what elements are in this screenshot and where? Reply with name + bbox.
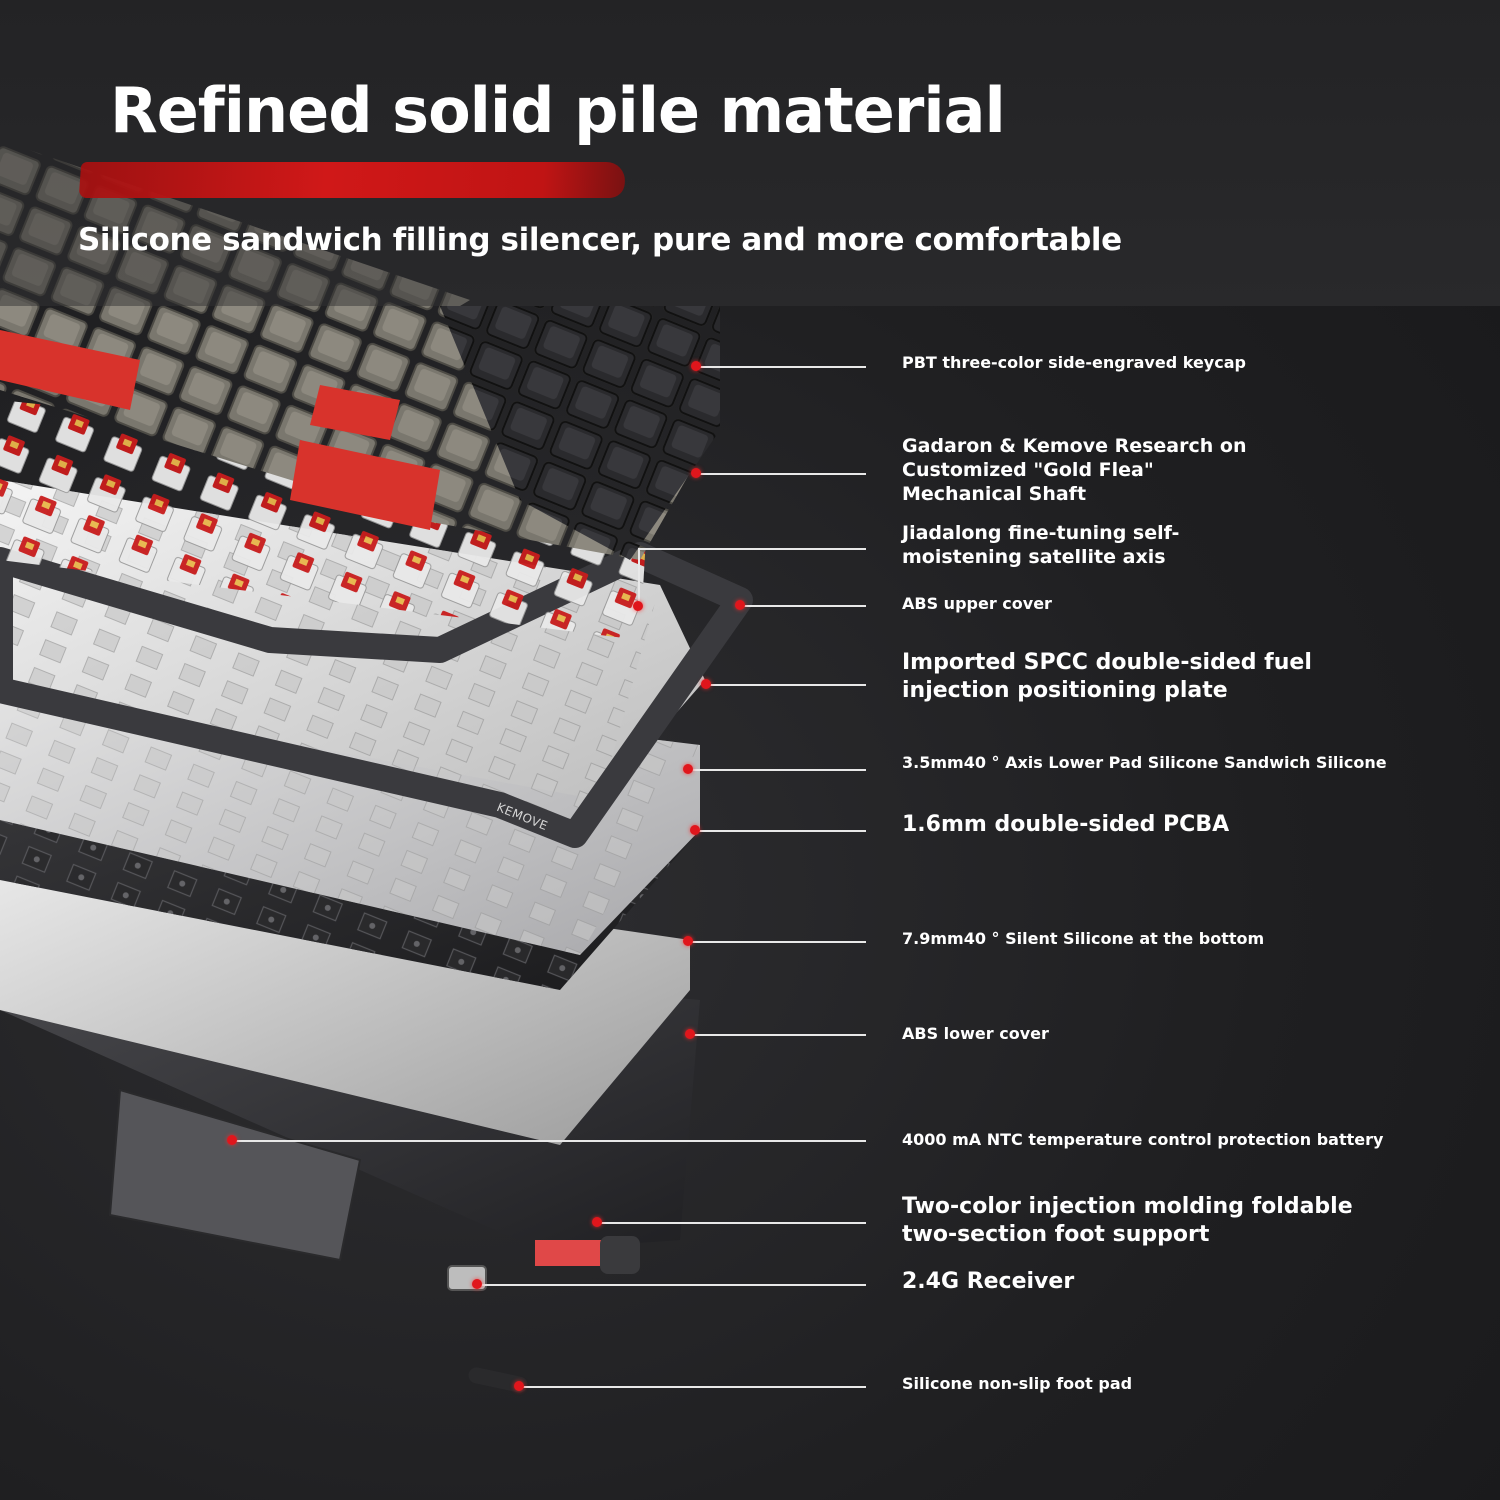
callout-dot [514,1381,524,1391]
callout-dot [633,601,643,611]
callout-dot [701,679,711,689]
label-battery: 4000 mA NTC temperature control protecti… [902,1130,1384,1149]
label-keycap: PBT three-color side-engraved keycap [902,353,1246,372]
label-mechanical-switch: Gadaron & Kemove Research on Customized … [902,435,1247,505]
page-title: Refined solid pile material [110,74,1006,147]
leader-line [688,769,866,771]
callout-dot [683,764,693,774]
label-upper-cover: ABS upper cover [902,594,1052,613]
label-foot-pad: Silicone non-slip foot pad [902,1374,1133,1393]
leader-line [597,1222,866,1224]
leader-line [696,366,866,368]
leader-line [696,473,866,475]
callout-dot [691,361,701,371]
label-pcba: 1.6mm double-sided PCBA [902,812,1230,837]
callout-dot [592,1217,602,1227]
title-brush-stroke [78,162,627,198]
callout-dot [683,936,693,946]
label-stabilizer: Jiadalong fine-tuning self- moistening s… [902,522,1180,568]
callout-dot [690,825,700,835]
leader-line [638,548,640,606]
label-bottom-silicone: 7.9mm40 ° Silent Silicone at the bottom [902,929,1265,948]
label-lower-cover: ABS lower cover [902,1024,1049,1043]
leader-line [640,548,866,550]
leader-line [477,1284,866,1286]
label-axis-pad: 3.5mm40 ° Axis Lower Pad Silicone Sandwi… [902,753,1387,772]
leader-line [688,941,866,943]
callout-dot [685,1029,695,1039]
leader-line [695,830,866,832]
leader-line [740,605,866,607]
leader-line [690,1034,866,1036]
callout-dot [227,1135,237,1145]
label-foot-support: Two-color injection molding foldable two… [902,1194,1353,1247]
page-subtitle: Silicone sandwich filling silencer, pure… [78,222,1122,258]
leader-line [706,684,866,686]
callout-dot [735,600,745,610]
callout-dot [472,1279,482,1289]
label-positioning-plate: Imported SPCC double-sided fuel injectio… [902,650,1312,703]
label-receiver: 2.4G Receiver [902,1269,1075,1294]
leader-line [519,1386,866,1388]
callout-dot [691,468,701,478]
leader-line [232,1140,866,1142]
